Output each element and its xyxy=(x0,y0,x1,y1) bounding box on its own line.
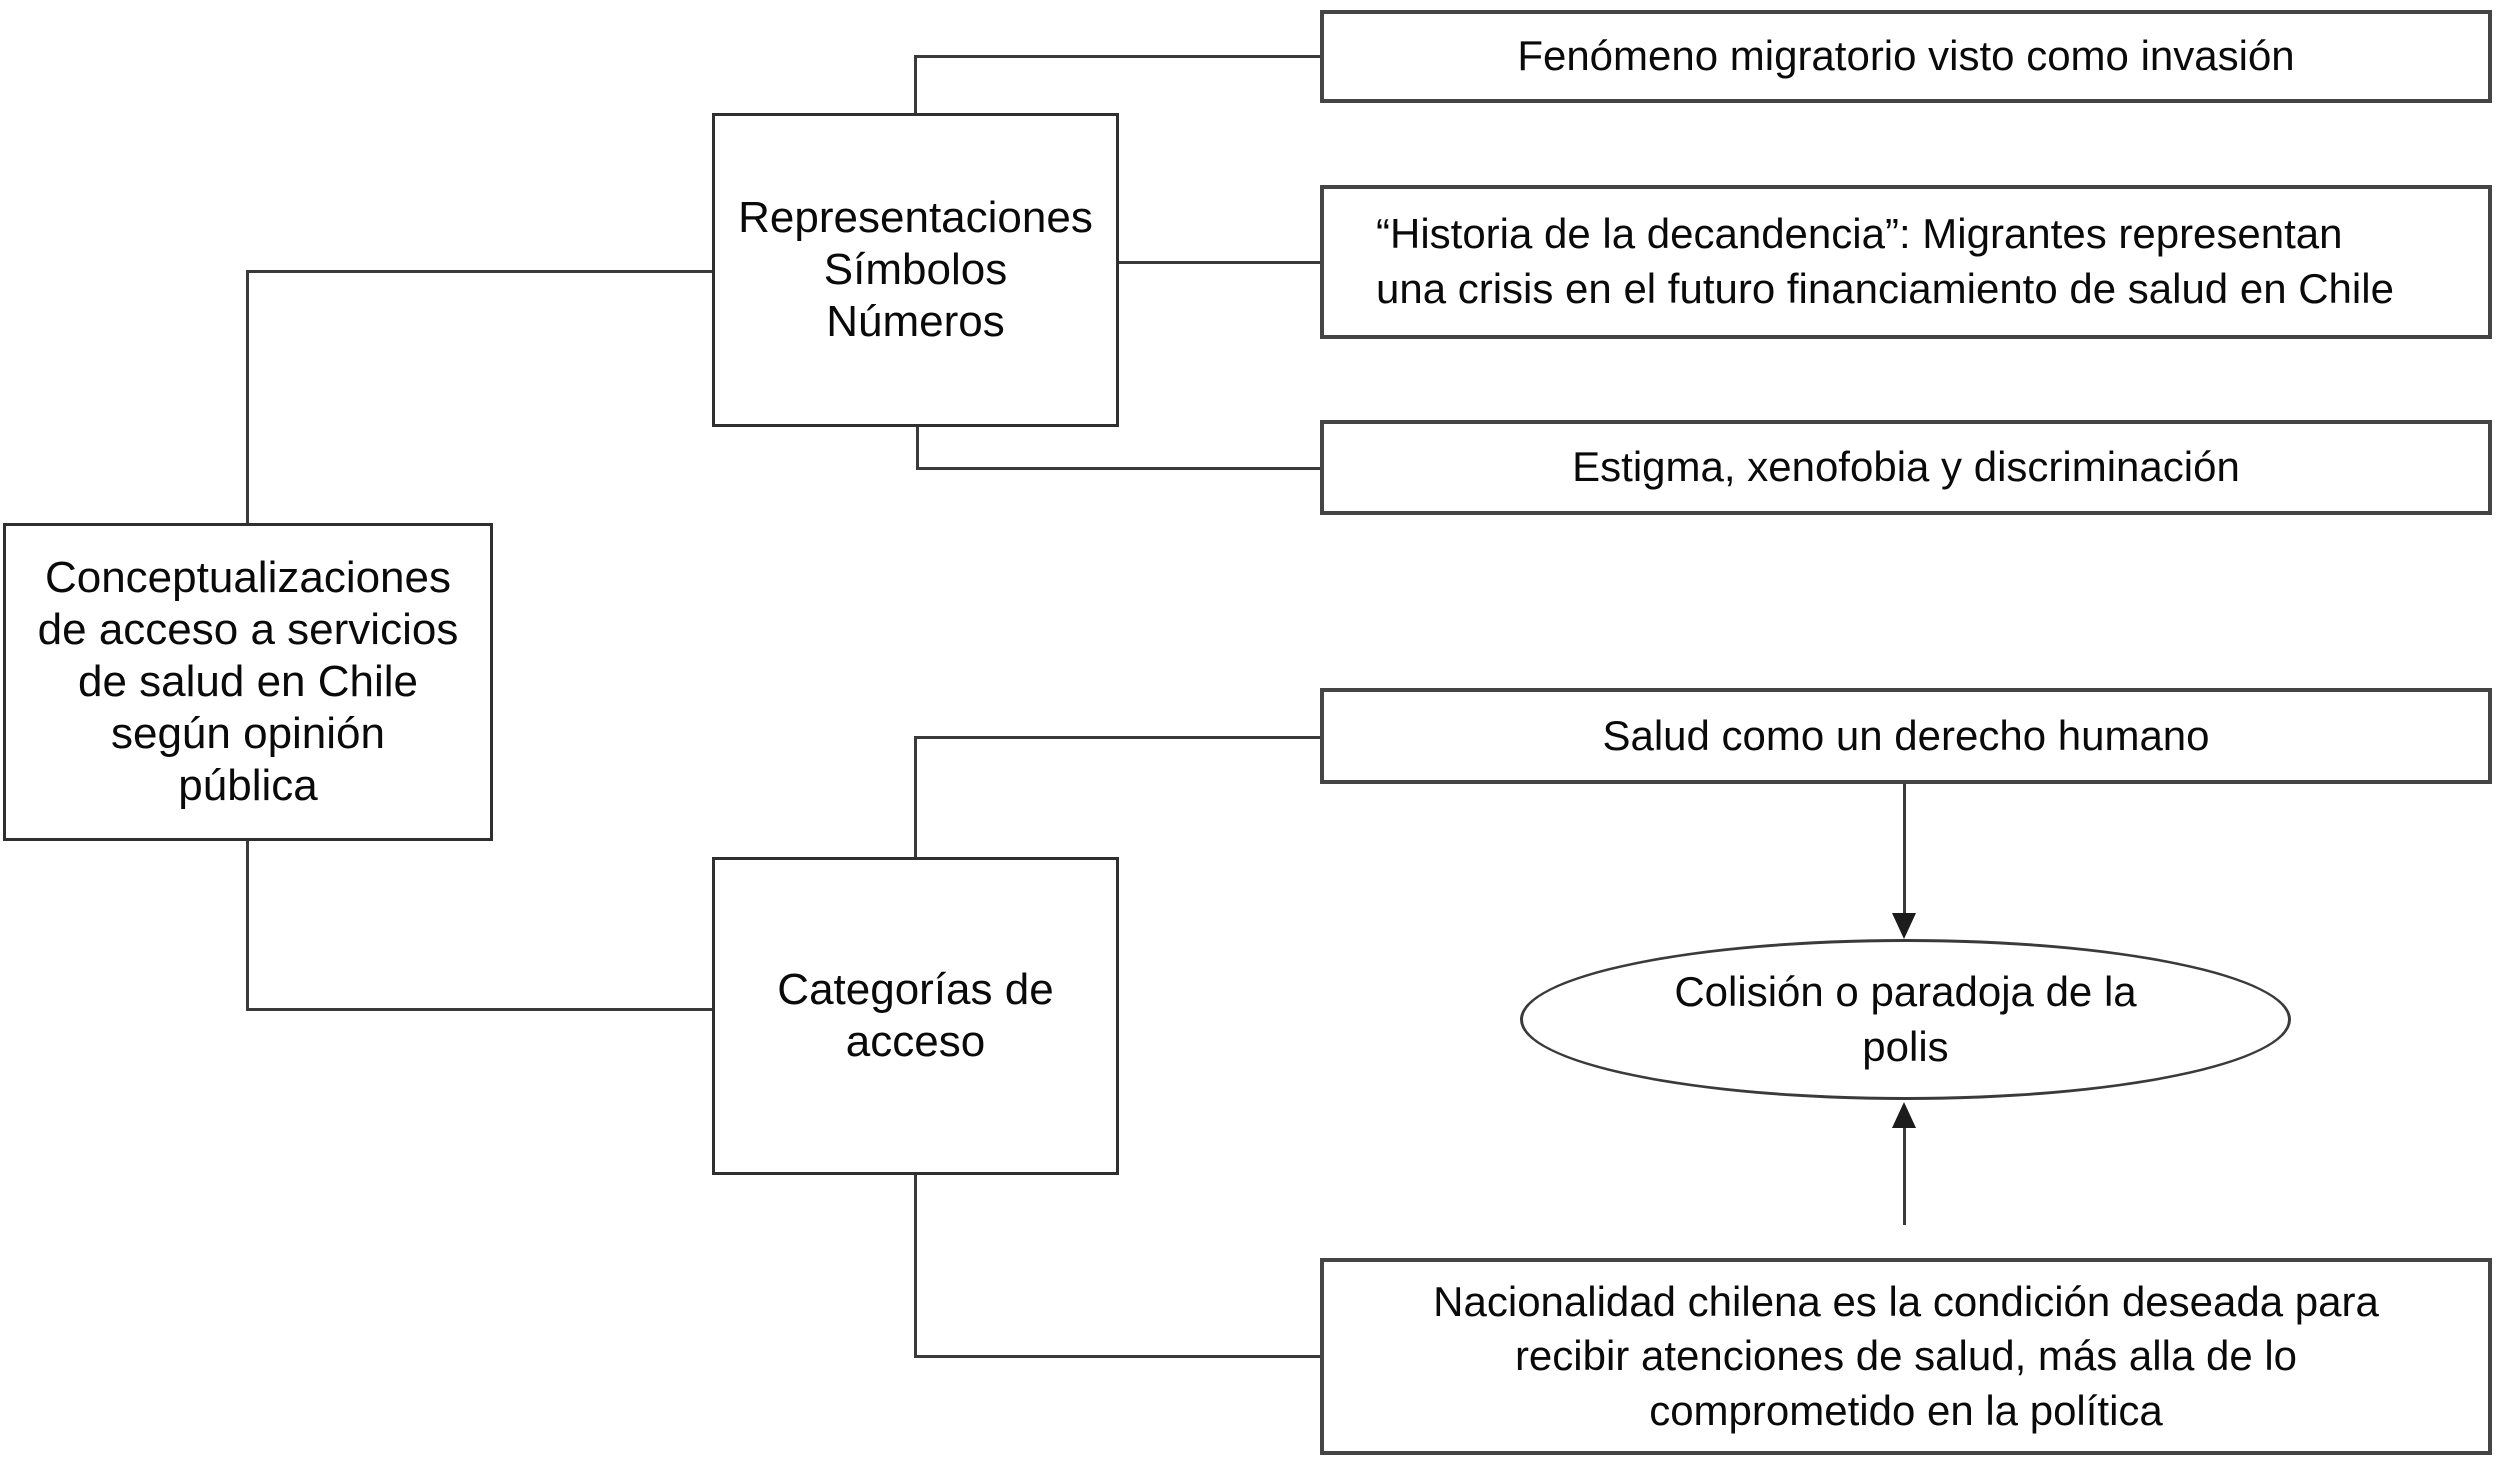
node-salud-label: Salud como un derecho humano xyxy=(1602,711,2210,759)
node-conceptualizaciones: Conceptualizaciones de acceso a servicio… xyxy=(3,523,493,841)
connector-root-representaciones-horizontal xyxy=(246,270,712,273)
connector-root-representaciones-vertical xyxy=(246,270,249,526)
connector-categorias-salud-vertical xyxy=(914,736,917,857)
connector-root-categorias-vertical xyxy=(246,841,249,1011)
node-representaciones: Representaciones Símbolos Números xyxy=(712,113,1119,427)
node-estigma-label: Estigma, xenofobia y discriminación xyxy=(1572,443,2240,491)
node-nacionalidad: Nacionalidad chilena es la condición des… xyxy=(1320,1258,2492,1455)
node-colision: Colisión o paradoja de la polis xyxy=(1520,939,2291,1100)
node-historia-label: “Historia de la decandencia”: Migrantes … xyxy=(1376,210,2394,312)
node-representaciones-label: Representaciones Símbolos Números xyxy=(738,193,1093,346)
node-fenomeno-label: Fenómeno migratorio visto como invasión xyxy=(1517,32,2295,80)
connector-root-categorias-horizontal xyxy=(246,1008,712,1011)
node-categorias: Categorías de acceso xyxy=(712,857,1119,1175)
connector-representaciones-estigma-horizontal xyxy=(916,467,1320,470)
node-fenomeno: Fenómeno migratorio visto como invasión xyxy=(1320,10,2492,103)
node-historia: “Historia de la decandencia”: Migrantes … xyxy=(1320,185,2492,339)
arrow-down-icon xyxy=(1892,913,1916,939)
connector-categorias-salud-horizontal xyxy=(914,736,1320,739)
connector-categorias-nacionalidad-horizontal xyxy=(914,1355,1320,1358)
arrow-up-icon xyxy=(1892,1102,1916,1128)
node-salud: Salud como un derecho humano xyxy=(1320,688,2492,784)
node-nacionalidad-label: Nacionalidad chilena es la condición des… xyxy=(1433,1277,2379,1434)
node-conceptualizaciones-label: Conceptualizaciones de acceso a servicio… xyxy=(37,553,459,810)
arrow-salud-colision-line xyxy=(1903,784,1906,916)
connector-representaciones-estigma-vertical xyxy=(916,427,919,470)
node-colision-label: Colisión o paradoja de la polis xyxy=(1674,967,2137,1070)
node-categorias-label: Categorías de acceso xyxy=(777,965,1054,1066)
connector-representaciones-historia-horizontal xyxy=(1119,261,1320,264)
connector-representaciones-fenomeno-vertical xyxy=(914,55,917,113)
connector-representaciones-fenomeno-horizontal xyxy=(914,55,1320,58)
arrow-nacionalidad-colision-line xyxy=(1903,1120,1906,1225)
node-estigma: Estigma, xenofobia y discriminación xyxy=(1320,420,2492,515)
connector-categorias-nacionalidad-vertical xyxy=(914,1175,917,1358)
